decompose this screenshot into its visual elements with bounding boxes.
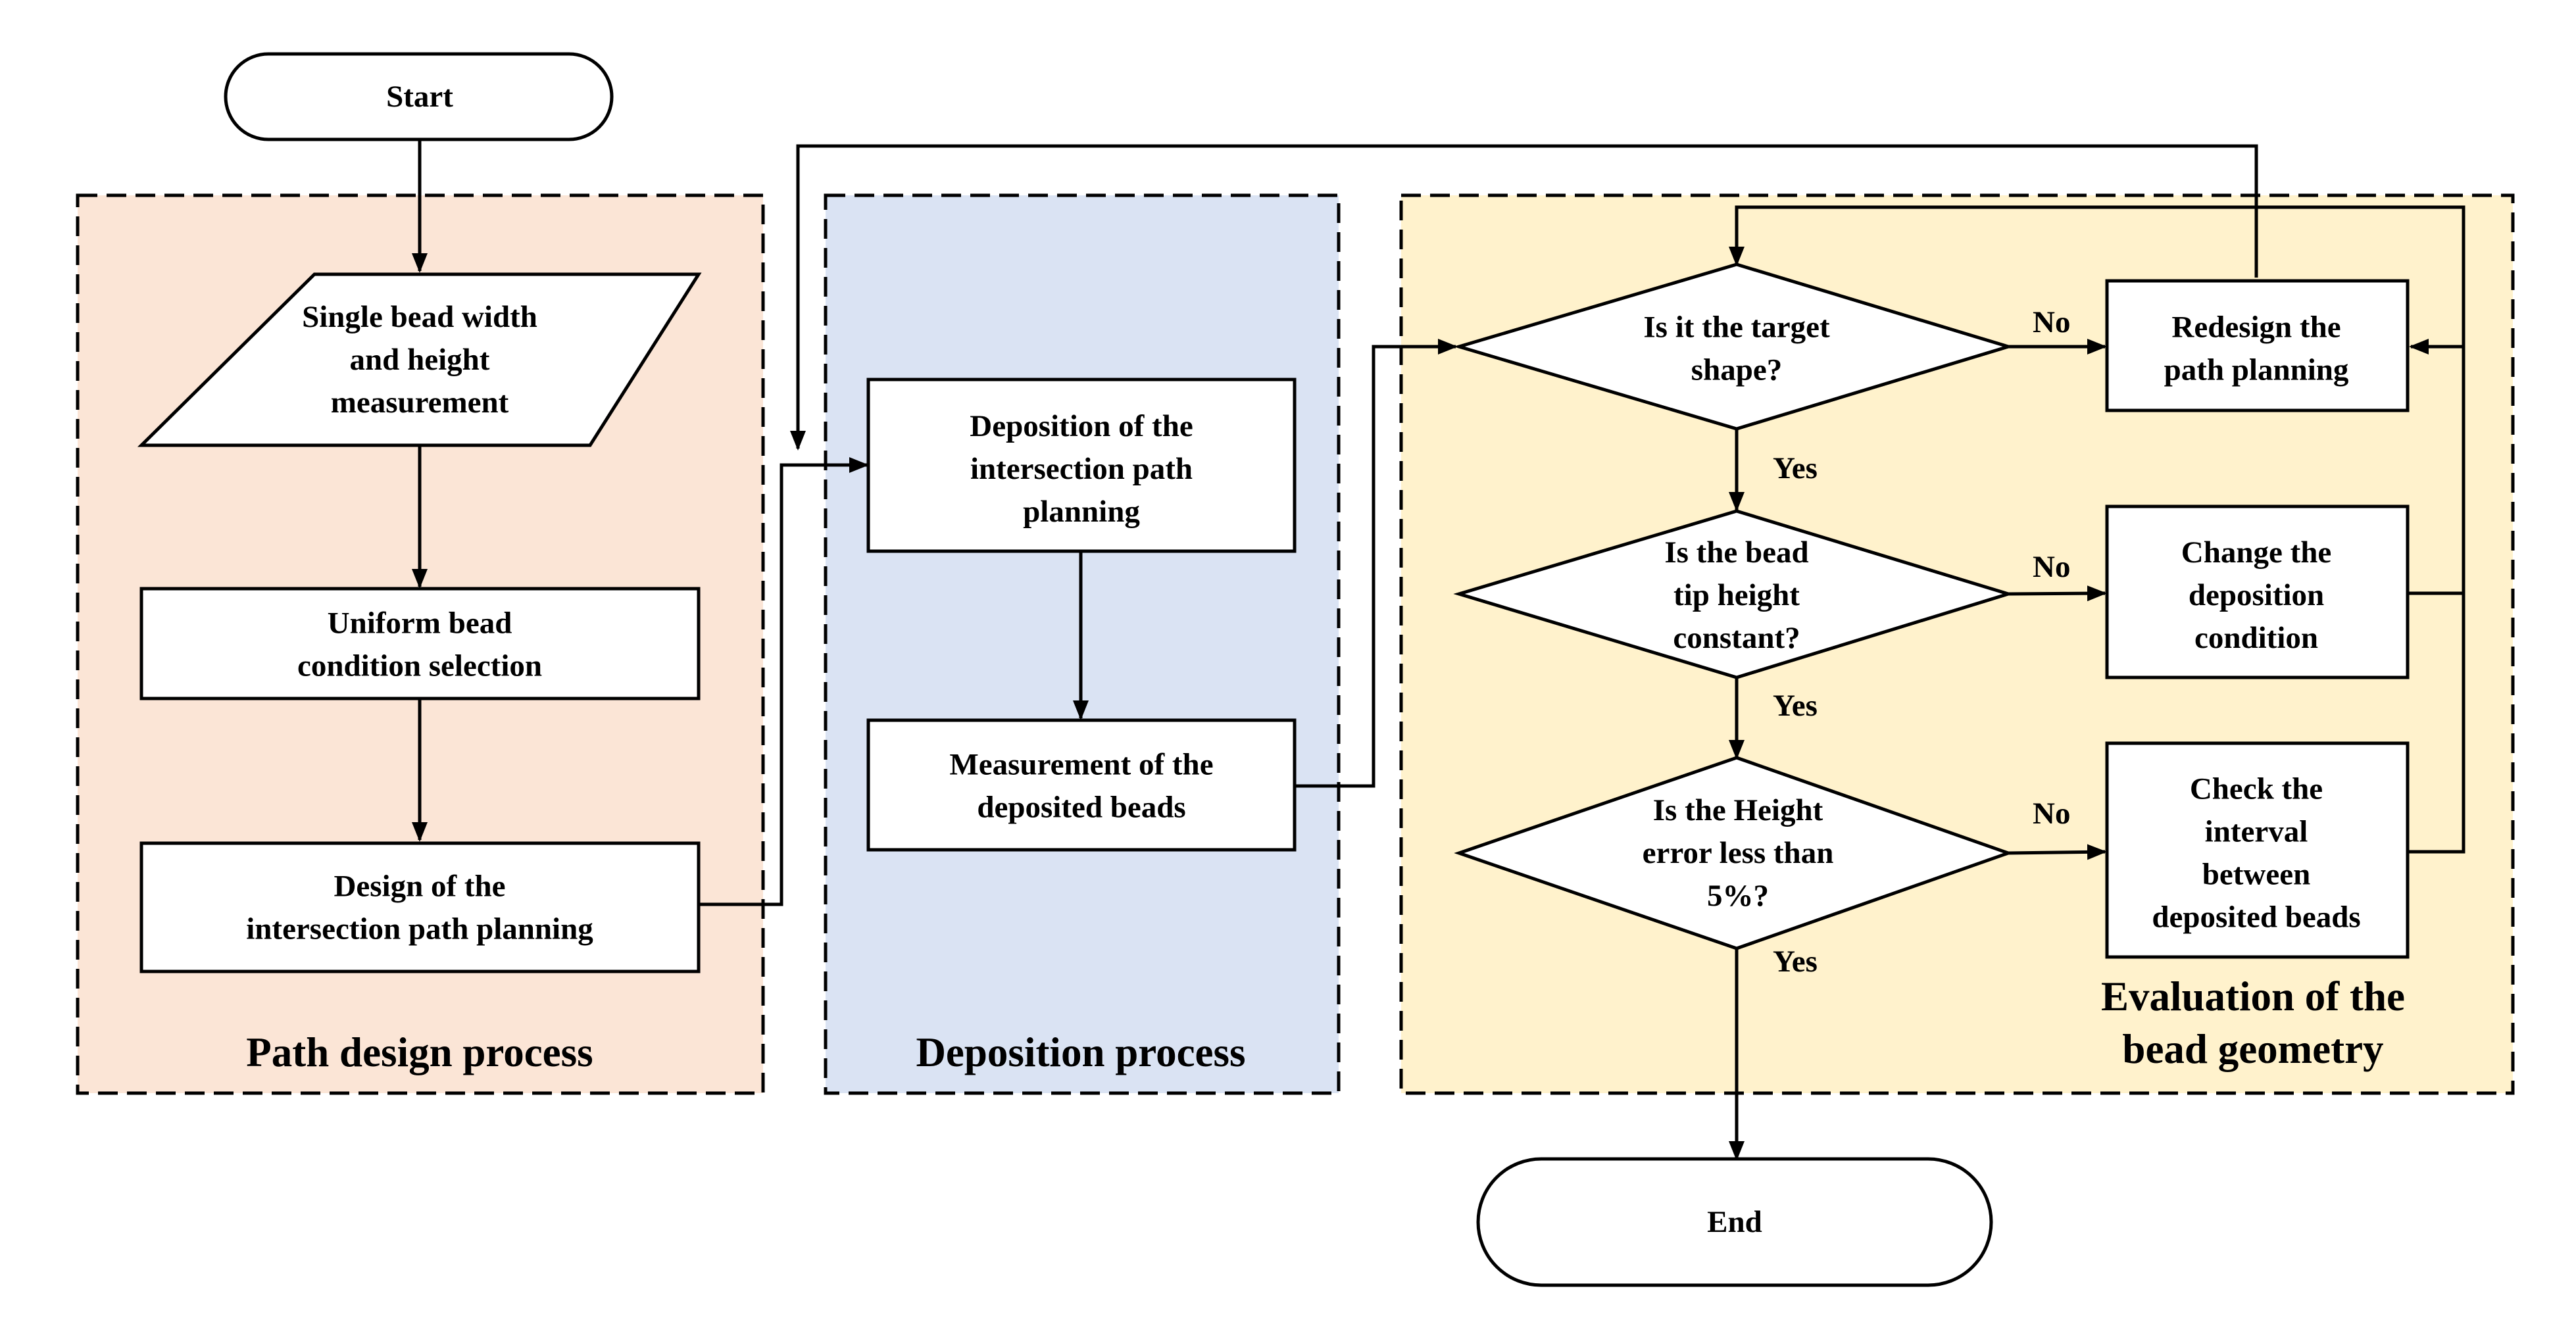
text-line: Change the — [2181, 535, 2331, 570]
text-line: tip height — [1673, 578, 1800, 612]
text-line: interval — [2205, 815, 2308, 849]
path-design-title: Path design process — [246, 1029, 593, 1075]
connectors — [412, 139, 2465, 1161]
tip-height-decision — [1453, 509, 2014, 679]
text-line: Measurement of the — [949, 748, 1213, 782]
text-line: deposited beads — [2152, 900, 2360, 935]
start-label: Start — [386, 80, 453, 114]
text-line: planning — [1023, 495, 1140, 529]
text-line: Design of the — [334, 870, 505, 904]
deposition-title: Deposition process — [916, 1029, 1245, 1075]
text-line: shape? — [1691, 353, 1782, 387]
tip-no-label: No — [2033, 550, 2070, 584]
error-no-label: No — [2033, 797, 2070, 831]
error-yes-label: Yes — [1773, 944, 1818, 979]
text-line: error less than — [1643, 836, 1834, 870]
text-line: path planning — [2164, 353, 2349, 387]
height-error-label: Is the Height error less than 5%? — [1643, 793, 1834, 913]
text-line: Start — [386, 80, 453, 114]
target-no-label: No — [2033, 305, 2070, 339]
text-line: Check the — [2190, 772, 2323, 806]
text-line: intersection path — [970, 452, 1193, 486]
text-line: intersection path planning — [246, 912, 593, 946]
deposition-path-planning-label: Deposition of the intersection path planni… — [970, 409, 1193, 529]
single-bead-measurement-input — [137, 272, 702, 447]
design-path-planning-box — [139, 841, 701, 973]
text-line: 5%? — [1707, 879, 1769, 913]
target-shape-label: Is it the target shape? — [1643, 310, 1830, 387]
text-line: measurement — [331, 385, 509, 420]
text-line: Redesign the — [2171, 310, 2341, 345]
target-shape-decision — [1453, 262, 2014, 431]
text-line: Deposition of the — [970, 409, 1193, 443]
design-path-planning-label: Design of the intersection path planning — [246, 870, 593, 946]
change-deposition-condition-label: Change the deposition condition — [2181, 535, 2331, 655]
change-deposition-condition-box — [2105, 504, 2410, 679]
text-line: condition — [2194, 621, 2318, 655]
end-label: End — [1707, 1205, 1762, 1239]
check-interval-box — [2105, 741, 2410, 959]
redesign-path-planning-label: Redesign the path planning — [2164, 310, 2349, 387]
text-line: Evaluation of the — [2101, 973, 2405, 1019]
text-line: deposition — [2189, 578, 2324, 612]
text-line: deposited beads — [977, 791, 1185, 825]
end-terminal — [1476, 1157, 1993, 1287]
text-line: End — [1707, 1205, 1762, 1239]
height-error-decision — [1454, 756, 2014, 950]
deposition-path-planning-box — [866, 378, 1297, 553]
text-line: and height — [350, 343, 490, 377]
redesign-path-planning-box — [2105, 279, 2410, 412]
text-line: Path design process — [246, 1029, 593, 1075]
text-line: condition selection — [297, 649, 542, 683]
text-line: between — [2202, 858, 2310, 892]
text-line: Uniform bead — [328, 606, 512, 641]
tip-yes-label: Yes — [1773, 689, 1818, 723]
text-line: Deposition process — [916, 1029, 1245, 1075]
text-line: bead geometry — [2122, 1026, 2383, 1072]
text-line: constant? — [1673, 621, 1800, 655]
measurement-deposited-beads-label: Measurement of the deposited beads — [949, 748, 1213, 825]
uniform-bead-condition-box — [139, 587, 701, 700]
tip-height-label: Is the bead tip height constant? — [1664, 535, 1808, 655]
start-terminal — [224, 52, 614, 141]
single-bead-measurement-label: Single bead width and height measurement — [302, 300, 537, 420]
target-yes-label: Yes — [1773, 451, 1818, 485]
text-line: Single bead width — [302, 300, 537, 334]
text-line: Is the Height — [1653, 793, 1823, 827]
check-interval-label: Check the interval between deposited beads — [2152, 772, 2360, 935]
text-line: Is the bead — [1664, 535, 1808, 570]
uniform-bead-condition-label: Uniform bead condition selection — [297, 606, 542, 683]
measurement-deposited-beads-box — [866, 718, 1297, 852]
evaluation-title: Evaluation of the bead geometry — [2101, 973, 2405, 1072]
text-line: Is it the target — [1643, 310, 1830, 345]
